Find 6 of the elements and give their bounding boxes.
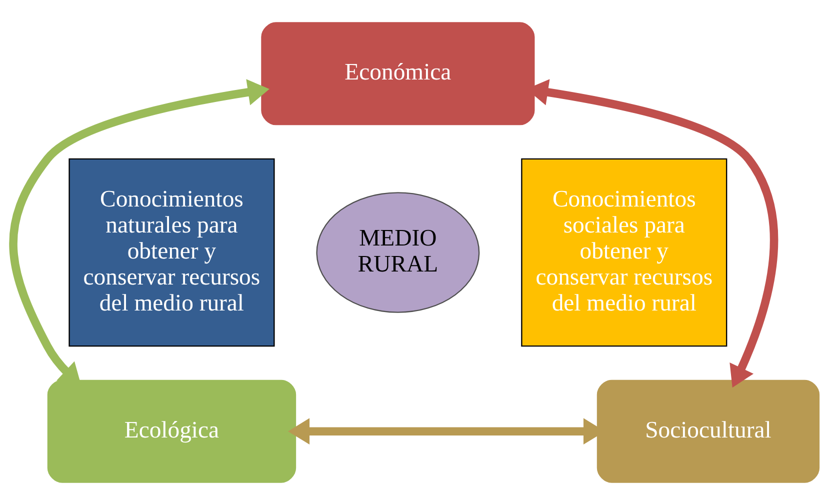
node-box: Sociocultural	[596, 379, 820, 482]
node-box: Conocimientos sociales para obtener y conservar recursos del medio rural	[521, 158, 728, 346]
node-box: Conocimientos naturales para obtener y conservar recursos del medio rural	[68, 158, 275, 346]
node-box: Ecológica	[47, 379, 296, 482]
node-box: Económica	[261, 22, 535, 125]
node-ellipse: MEDIO RURAL	[316, 192, 480, 312]
